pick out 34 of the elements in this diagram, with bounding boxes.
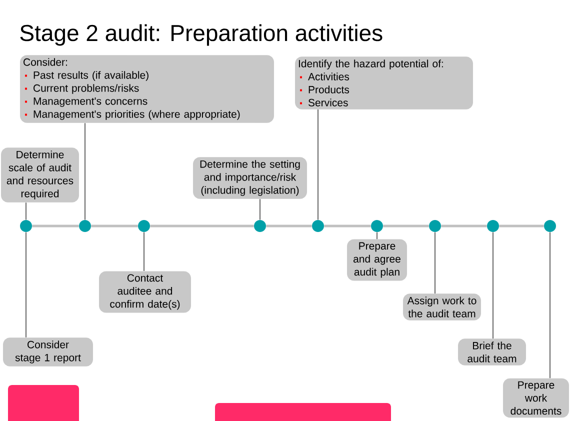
text-box: Prepare and agree audit plan [347,239,407,281]
text-box: Consider stage 1 report [3,338,93,366]
timeline-segment [324,224,371,228]
timeline-dot [487,220,499,232]
timeline-dot [429,220,441,232]
timeline-dot [20,220,32,232]
text-box: Assign work to the audit team [403,294,481,320]
timeline-dot [312,220,324,232]
timeline-segment [266,224,312,228]
leader-line [84,122,86,220]
timeline-dot [254,220,266,232]
bar [215,403,391,421]
timeline-segment [91,224,138,228]
timeline-dot [138,220,150,232]
leader-line [434,232,436,294]
timeline-segment [32,224,79,228]
text-box: Determine the setting and importance/risk (including legislation) [193,157,307,199]
text-box: Determine scale of audit and resources required [1,148,79,202]
timeline-dot [371,220,383,232]
text-box: Identify the hazard potential of: Activities Products Services [295,56,473,110]
timeline-segment [441,224,487,228]
bar [8,385,79,421]
leader-line [376,232,378,240]
leader-line [492,232,494,339]
timeline-segment [499,224,544,228]
text-box: Contact auditee and confirm date(s) [99,271,191,313]
timeline-dot [79,220,91,232]
text-box: Brief the audit team [458,338,526,366]
timeline-dot [544,220,556,232]
title: Stage 2 audit: Preparation activities [20,24,382,46]
timeline-segment [150,224,254,228]
text-box: Consider: Past results (if available) Current problems/risks Management's concerns Management's priorities (where appropriate) [20,55,274,123]
timeline-segment [383,224,429,228]
text-box: Prepare work documents [503,378,569,418]
